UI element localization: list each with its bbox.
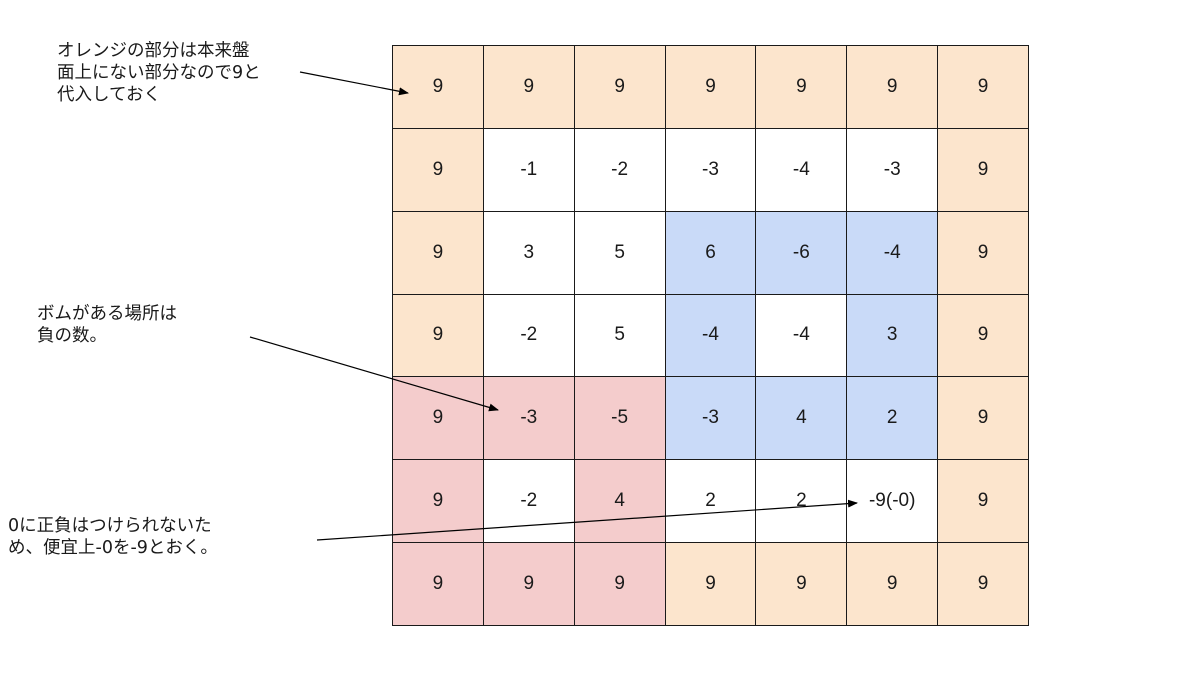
annotation-line: オレンジの部分は本来盤 <box>57 41 250 61</box>
grid-cell: 9 <box>756 543 848 626</box>
annotation-line: め、便宜上-0を-9とおく。 <box>8 538 218 558</box>
grid-cell: -4 <box>847 211 939 295</box>
grid-cell: -3 <box>665 377 757 461</box>
grid-cell: 9 <box>665 46 757 129</box>
grid-cell: -5 <box>574 377 666 461</box>
grid-cell: 9 <box>938 211 1029 295</box>
grid-cell: 3 <box>483 211 575 295</box>
grid-cell: 3 <box>847 294 939 378</box>
grid-cell: 9 <box>393 128 484 212</box>
annotation-line: ボムがある場所は <box>37 304 177 324</box>
annotation-zero-value: 0に正負はつけられないた め、便宜上-0を-9とおく。 <box>8 515 218 559</box>
grid-cell: 9 <box>393 377 484 461</box>
annotation-line: 面上にない部分なので9と <box>57 63 261 83</box>
grid-cell: 9 <box>574 543 666 626</box>
grid-cell: 9 <box>393 460 484 544</box>
annotation-bomb-cells: ボムがある場所は 負の数。 <box>37 303 177 347</box>
grid-cell: 9 <box>665 543 757 626</box>
grid-cell: -4 <box>756 294 848 378</box>
grid-cell: 9 <box>483 46 575 129</box>
grid-cell: -1 <box>483 128 575 212</box>
grid-cell: -2 <box>483 294 575 378</box>
grid-cell: -2 <box>483 460 575 544</box>
grid-cell: 9 <box>938 46 1029 129</box>
grid-cell: 9 <box>393 294 484 378</box>
grid-cell: -3 <box>665 128 757 212</box>
grid-cell: 9 <box>847 543 939 626</box>
grid-cell: -3 <box>847 128 939 212</box>
grid-cell: 9 <box>938 543 1029 626</box>
grid-cell: 5 <box>574 294 666 378</box>
grid-cell: -2 <box>574 128 666 212</box>
grid-cell: 2 <box>847 377 939 461</box>
annotation-line: 代入しておく <box>57 85 161 105</box>
grid-cell: -3 <box>483 377 575 461</box>
grid-cell: 9 <box>938 377 1029 461</box>
grid-cell: 4 <box>756 377 848 461</box>
grid-cell: -4 <box>756 128 848 212</box>
grid-cell: 9 <box>483 543 575 626</box>
grid-cell: 9 <box>393 211 484 295</box>
grid-cell: 9 <box>756 46 848 129</box>
grid-cell: 6 <box>665 211 757 295</box>
grid-cell: 9 <box>938 294 1029 378</box>
grid-cell: -6 <box>756 211 848 295</box>
grid-cell: 9 <box>393 543 484 626</box>
grid-cell: 5 <box>574 211 666 295</box>
grid-cell: 9 <box>938 460 1029 544</box>
grid-cell: 9 <box>574 46 666 129</box>
annotation-line: 0に正負はつけられないた <box>8 516 212 536</box>
grid-cell: 9 <box>847 46 939 129</box>
annotation-orange-cells: オレンジの部分は本来盤 面上にない部分なので9と 代入しておく <box>57 40 261 106</box>
grid-cell: 4 <box>574 460 666 544</box>
grid-cell: 2 <box>756 460 848 544</box>
grid-cell: 9 <box>938 128 1029 212</box>
annotation-line: 負の数。 <box>37 326 107 346</box>
grid-cell: 2 <box>665 460 757 544</box>
grid-cell: -9(-0) <box>847 460 939 544</box>
grid-cell: 9 <box>393 46 484 129</box>
grid-cell: -4 <box>665 294 757 378</box>
